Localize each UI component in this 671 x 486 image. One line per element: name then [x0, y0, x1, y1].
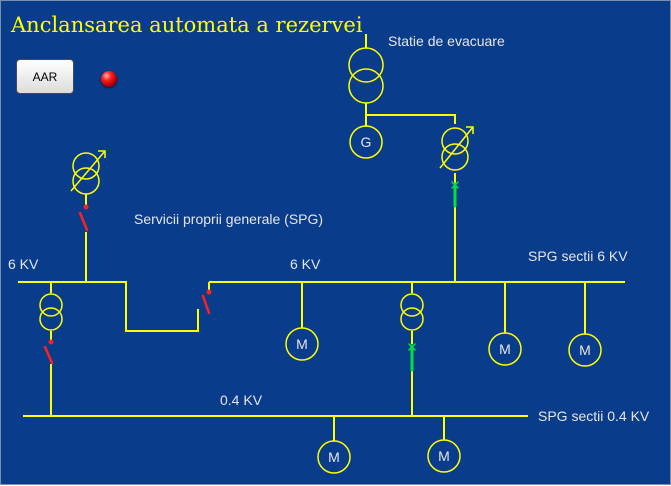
motor-2: M: [488, 332, 522, 366]
label-bus-6kv-mid: 6 KV: [290, 256, 321, 272]
motor-1: M: [285, 327, 319, 361]
breaker-middle-closed[interactable]: [408, 343, 416, 372]
generator: G: [349, 125, 383, 159]
page-title: Anclansarea automata a rezervei: [11, 13, 363, 37]
generator-symbol: G: [361, 134, 372, 150]
transformer-left: [39, 293, 63, 331]
label-spg-sections-6kv: SPG sectii 6 KV: [528, 248, 628, 264]
label-general-services: Servicii proprii generale (SPG): [134, 211, 324, 227]
label-bus-6kv-left: 6 KV: [8, 256, 39, 272]
motor-4: M: [317, 440, 351, 474]
label-evacuation-station: Statie de evacuare: [388, 33, 505, 49]
label-spg-sections-04kv: SPG sectii 0.4 KV: [538, 408, 650, 424]
label-bus-04kv: 0.4 KV: [220, 392, 263, 408]
breaker-spg-open[interactable]: [78, 204, 89, 232]
motor-symbol: M: [328, 449, 340, 465]
motor-5: M: [427, 439, 461, 473]
transformer-aux-regulated: [439, 126, 474, 171]
motor-3: M: [568, 333, 602, 367]
connection-lines: [50, 34, 586, 441]
station-to-aux-tr: [366, 114, 456, 124]
bus-lines: [18, 281, 625, 417]
breaker-left-open[interactable]: [43, 339, 54, 365]
bus-6kv-left: [18, 281, 199, 332]
breaker-aux-closed[interactable]: [451, 181, 459, 208]
transformer-station: [348, 47, 384, 104]
motor-symbol: M: [579, 342, 591, 358]
motor-symbol: M: [438, 448, 450, 464]
transformer-middle: [400, 293, 424, 331]
aar-status-lamp-icon: [101, 71, 117, 87]
transformer-spg-regulated: [70, 150, 106, 195]
breaker-bus-tie-open[interactable]: [201, 289, 212, 315]
motor-symbol: M: [296, 336, 308, 352]
motor-symbol: M: [499, 341, 511, 357]
aar-button[interactable]: AAR: [16, 59, 74, 94]
